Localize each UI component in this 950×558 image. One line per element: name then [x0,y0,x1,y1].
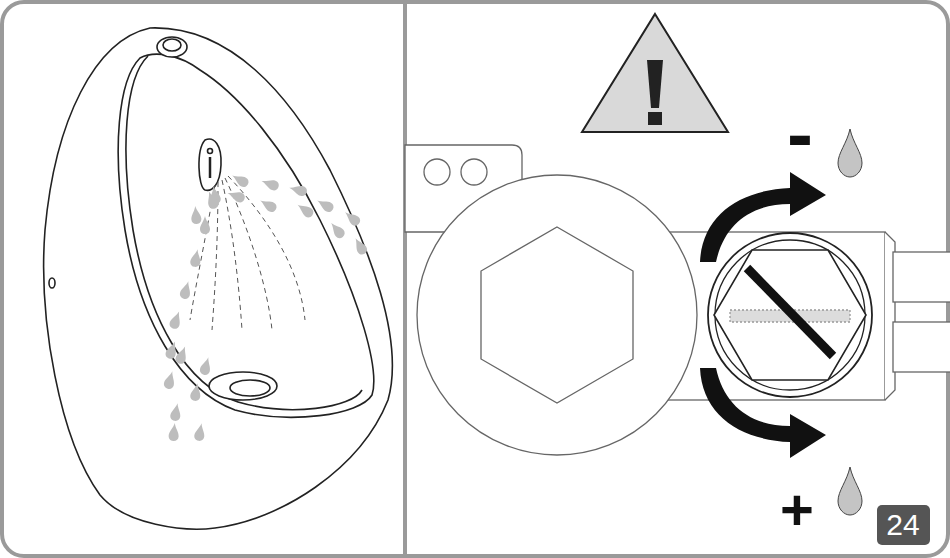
water-drop [168,423,180,442]
water-drop [194,422,207,441]
water-drop [342,208,362,227]
plus-sign: + [780,481,814,539]
water-drop [179,280,193,300]
water-drop [174,345,190,365]
water-drop [190,382,203,401]
water-drop [204,190,220,210]
callout-number: 24 [886,510,919,540]
water-drop [200,216,210,234]
adjust-screw-slot [747,268,833,356]
water-drop [226,188,246,204]
water-drop [168,310,184,330]
warning-sign [582,14,728,132]
water-drop [351,236,369,257]
water-drops [163,171,369,442]
panel-divider [403,2,407,556]
water-drop [260,176,280,192]
water-drop [230,171,251,189]
water-drop [295,201,315,220]
water-drop [199,356,213,376]
spray-lines [190,176,305,330]
water-drop [163,370,177,390]
water-drop [838,129,862,515]
water-drop [190,248,203,267]
urinal [44,28,393,529]
rotate-arrows [700,172,826,458]
water-drop [315,196,336,214]
water-drop [258,196,279,214]
valve-body [405,145,950,455]
callout-box [877,505,930,545]
water-drop [170,402,183,421]
water-drop [288,183,308,197]
water-drop [327,220,346,240]
minus-sign: - [787,95,813,173]
water-drop [190,206,202,225]
